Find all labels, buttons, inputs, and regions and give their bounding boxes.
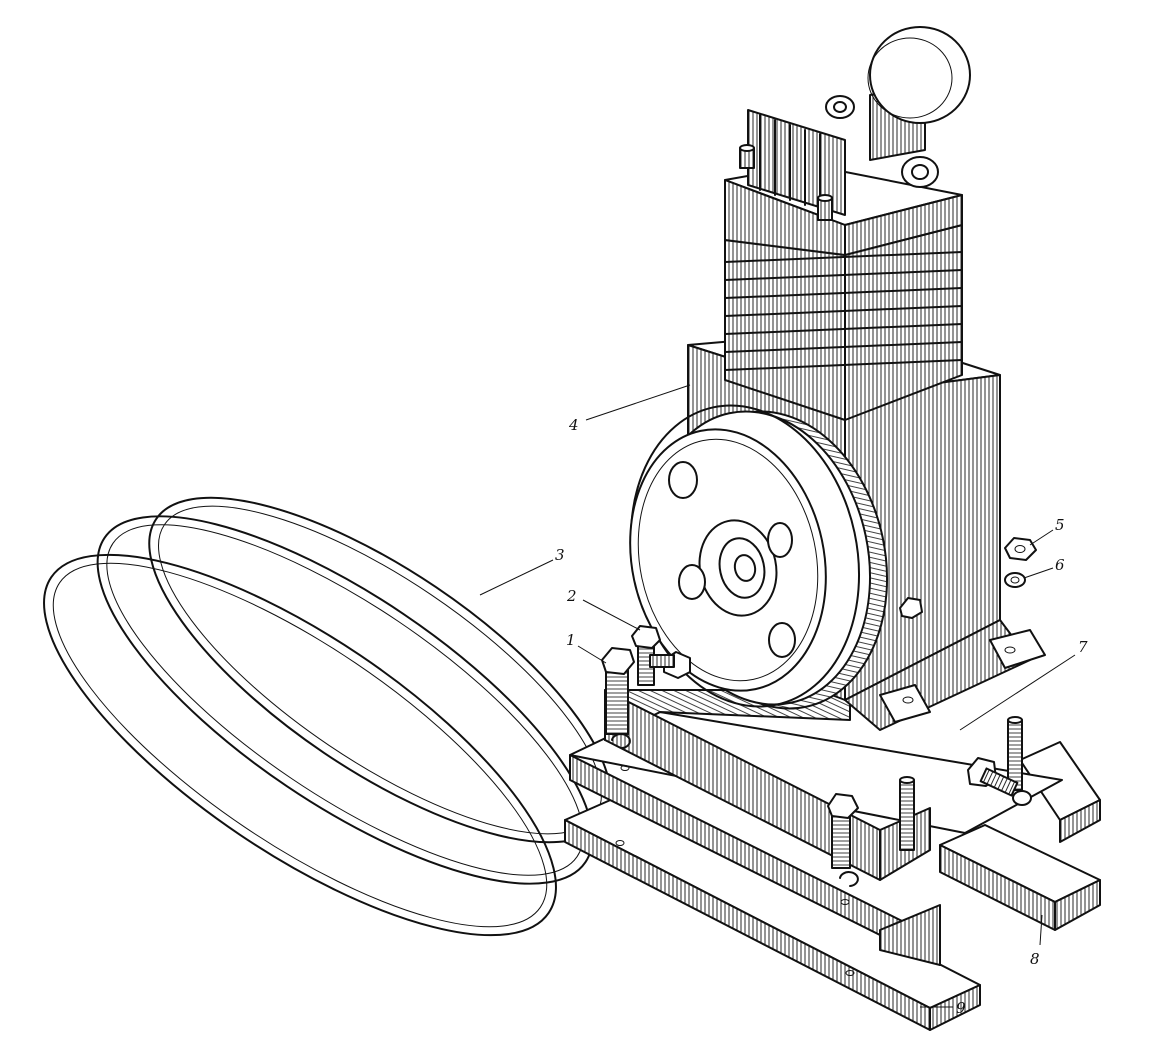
callout-label: 2 bbox=[566, 587, 577, 605]
cooling-fins bbox=[724, 251, 963, 371]
adjusting-screw bbox=[631, 625, 691, 686]
washer bbox=[1004, 572, 1026, 588]
pulley-hub bbox=[698, 519, 778, 617]
v-belts bbox=[43, 496, 612, 937]
callout-8: 8 bbox=[1030, 914, 1043, 968]
lifting-eye bbox=[825, 95, 855, 119]
callout-label: 3 bbox=[555, 546, 565, 564]
callout-label: 8 bbox=[1030, 950, 1040, 968]
callout-label: 1 bbox=[566, 631, 576, 649]
pipe-fitting bbox=[901, 156, 939, 188]
slide-stud-center bbox=[899, 776, 915, 851]
v-belt-outer bbox=[43, 553, 557, 937]
callout-3: 3 bbox=[479, 546, 565, 596]
callout-5: 5 bbox=[1029, 516, 1065, 546]
stud-nut-assembly bbox=[967, 757, 1032, 806]
callout-4: 4 bbox=[568, 384, 691, 434]
slide-stud-rear bbox=[967, 716, 1032, 806]
tension-bolt bbox=[601, 647, 635, 749]
nut bbox=[1004, 537, 1037, 561]
callout-label: 4 bbox=[568, 416, 579, 434]
callout-label: 5 bbox=[1055, 516, 1065, 534]
cylinder-head bbox=[724, 95, 963, 256]
pulley bbox=[629, 404, 889, 710]
slide-base bbox=[569, 689, 1063, 966]
callout-label: 6 bbox=[1055, 556, 1065, 574]
callout-1: 1 bbox=[566, 631, 607, 664]
head-stud bbox=[817, 194, 833, 221]
compressor-cylinder bbox=[724, 224, 963, 421]
callout-label: 7 bbox=[1078, 638, 1088, 656]
callout-9: 9 bbox=[920, 999, 966, 1017]
head-stud bbox=[739, 144, 755, 169]
callout-7: 7 bbox=[959, 638, 1088, 731]
callout-label: 9 bbox=[956, 999, 966, 1017]
skid-rail-front bbox=[564, 797, 981, 1031]
callout-2: 2 bbox=[566, 587, 641, 631]
v-belt-middle bbox=[96, 515, 594, 885]
callout-6: 6 bbox=[1023, 556, 1065, 579]
slide-bolt-front bbox=[827, 793, 859, 887]
pulley-lightening-holes bbox=[668, 461, 796, 658]
air-filter bbox=[867, 26, 971, 161]
